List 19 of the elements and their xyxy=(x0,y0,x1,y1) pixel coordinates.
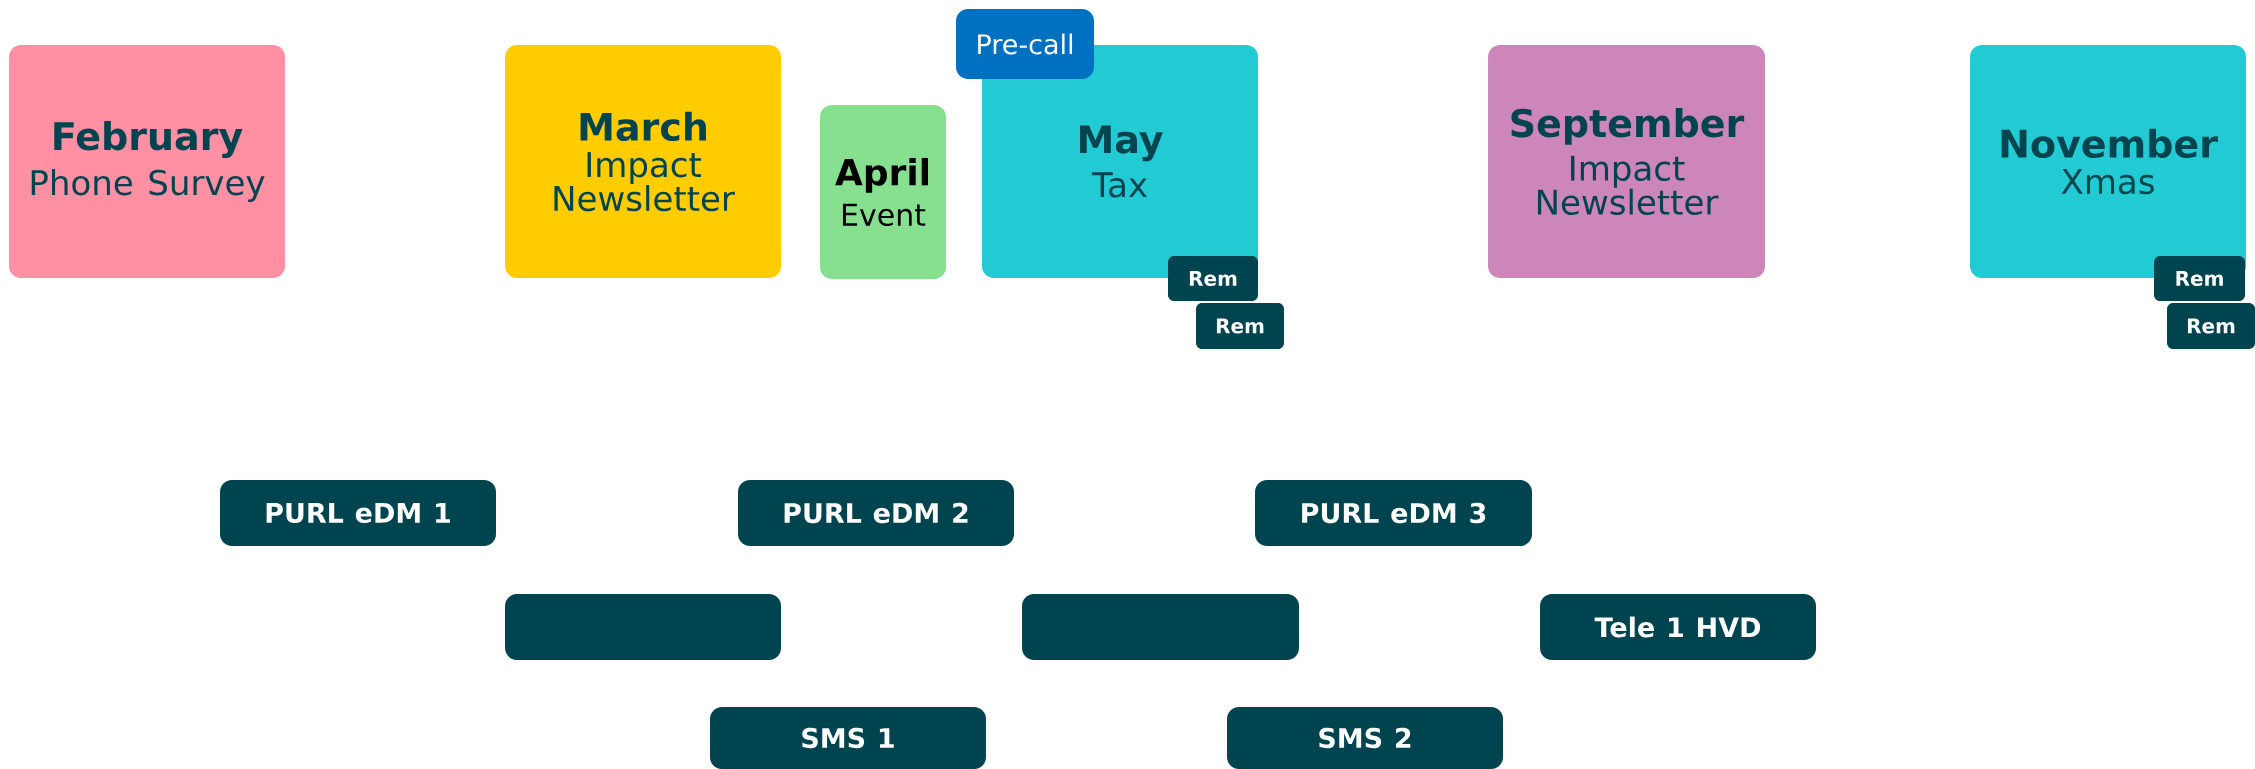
month-card: March Impact Newsletter xyxy=(505,45,781,278)
rounded-box xyxy=(505,594,781,660)
node-label: Rem xyxy=(1216,318,1264,334)
node-label: Rem xyxy=(2187,318,2235,334)
month-card: September Impact Newsletter xyxy=(1488,45,1765,278)
month-card: February Phone Survey xyxy=(9,45,285,278)
reminder-badge: Rem xyxy=(2167,303,2255,349)
activity-pill: PURL eDM 1 xyxy=(220,480,496,546)
activity-pill: Tele 1 HVD xyxy=(1540,594,1816,660)
activity-pill: PURL eDM 3 xyxy=(1255,480,1532,546)
tag-label: Pre-call xyxy=(956,9,1094,79)
reminder-badge: Rem xyxy=(1168,256,1258,301)
activity-pill: PURL eDM 2 xyxy=(738,480,1014,546)
reminder-badge: Rem xyxy=(1196,303,1284,349)
activity-pill: SMS 2 xyxy=(1227,707,1503,769)
month-card: April Event xyxy=(820,105,946,279)
activity-pill: SMS 1 xyxy=(710,707,986,769)
rounded-box xyxy=(1022,594,1299,660)
reminder-badge: Rem xyxy=(2154,256,2245,301)
